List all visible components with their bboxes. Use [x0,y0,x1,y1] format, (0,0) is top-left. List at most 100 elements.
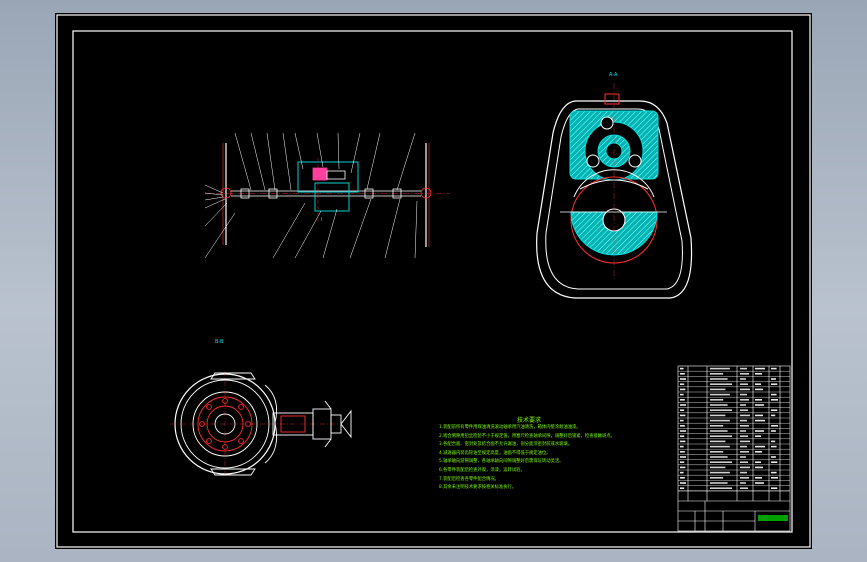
parts-list-text-mark [755,435,761,437]
parts-list-text-mark [680,414,686,417]
parts-list-text-mark [680,440,686,443]
parts-list-text-mark [680,430,686,432]
parts-list-text-mark [710,393,730,396]
parts-list-text-mark [710,445,730,448]
parts-list-text-mark [710,435,732,437]
cad-drawing: A-A B-B I [56,14,811,548]
parts-list-text-mark [755,477,762,479]
parts-list-text-mark [740,430,746,432]
parts-list-text-mark [771,487,778,489]
parts-list-text-mark [680,367,684,370]
parts-list-text-mark [771,409,778,411]
parts-list-text-mark [755,367,765,370]
parts-list-text-mark [740,482,746,484]
parts-list-text-mark [740,383,748,385]
parts-list-text-mark [771,414,776,417]
parts-list-text-mark [740,378,746,380]
technical-requirement-line: 1.装配前所有零件用煤油清洗滚动轴承用汽油清洗，箱体内壁涂耐油油漆。 [439,425,581,430]
parts-list-text-mark [740,388,750,391]
parts-list-text-mark [680,393,684,396]
parts-list-text-mark [771,471,777,474]
parts-list-text-mark [680,477,685,479]
parts-list-text-mark [680,383,685,385]
parts-list-text-mark [710,466,726,469]
parts-list-text-mark [680,461,685,463]
parts-list-text-mark [771,445,777,448]
parts-list-text-mark [740,367,747,370]
parts-list-text-mark [740,404,746,406]
parts-list-text-mark [710,383,732,385]
parts-list-text-mark [771,367,777,370]
parts-list-text-mark [680,373,685,375]
parts-list-text-mark [740,435,748,437]
parts-list-text-mark [771,440,776,443]
parts-list-text-mark [755,451,762,453]
parts-list-text-mark [710,367,730,370]
inner-border [72,30,793,533]
parts-list-text-mark [680,466,686,469]
parts-list-text-mark [680,425,685,427]
wheel-hub-view [170,371,352,477]
parts-list-text-mark [710,430,728,432]
parts-list-text-mark [710,451,724,453]
parts-list-text-mark [740,393,747,396]
parts-list-text-mark [710,471,730,474]
parts-list-text-mark [710,373,724,375]
parts-list-text-mark [740,477,749,479]
parts-list-text-mark [771,425,778,427]
technical-requirement-line: 4.减速器内装齿轮油至规定高度，油面不得低于规定油位。 [439,450,551,456]
parts-list-text-mark [680,419,684,422]
parts-list-text-mark [710,404,728,406]
parts-list-text-mark [755,466,763,469]
view-a-label: A-A [609,72,618,78]
technical-requirements-list: 1.装配前所有零件用煤油清洗滚动轴承用汽油清洗，箱体内壁涂耐油油漆。 2.啮合侧隙… [439,424,615,493]
parts-list-text-mark [680,456,686,458]
technical-requirement-line: 3.各配合面、密封处及结合面不允许漏油，剖分面涂密封胶或水玻璃。 [439,442,573,448]
parts-list-text-mark [680,482,686,484]
parts-list-text-mark [680,471,684,474]
drawing-sheet: A-A B-B I 技术要求 1.装配前所有零件用煤油清洗滚动轴承用汽油清洗，箱… [55,13,812,549]
parts-list-text-mark [680,378,686,380]
parts-list-text-mark [771,461,778,463]
parts-list-text-mark [740,440,750,443]
parts-list-text-mark [710,378,728,380]
parts-list-text-mark [755,445,765,448]
parts-list-text-mark [740,399,749,401]
parts-list-text-mark [755,414,763,417]
parts-list-text-mark [710,477,724,479]
parts-list-text-mark [710,409,732,411]
technical-requirement-line: 8.其余未注明技术要求按相关标准执行。 [439,485,517,491]
parts-list-text-mark [771,456,776,458]
parts-list-text-mark [710,414,726,417]
parts-list-text-mark [710,388,726,391]
parts-list-text-mark [680,388,686,391]
technical-requirement-line: 6.各零件装配后检查外观，涂漆，运转试验。 [439,467,525,473]
parts-list-text-mark [740,456,746,458]
shaft-assembly-view [204,132,450,259]
technical-requirement-line: 2.啮合侧隙用铅丝检验不小于规定值，用塞尺检查轴承间隙，调整好后锁紧，检查接触斑… [439,433,615,439]
parts-list-text-mark [740,373,749,375]
parts-list-text-mark [740,461,748,463]
title-block [677,365,791,532]
parts-list-text-mark [740,451,749,453]
parts-list-text-mark [771,430,776,432]
technical-requirement-line: 5.轴承轴向游隙调整，各轴承轴向间隙调整好后需保证转动灵活。 [439,459,564,465]
parts-list-text-mark [755,388,763,391]
shaft-leader-label: I [321,217,322,223]
parts-list-text-mark [710,440,726,443]
parts-list-text-mark [710,482,728,484]
parts-list-text-mark [771,393,777,396]
parts-list-text-mark [740,419,747,422]
parts-list-text-mark [710,461,732,463]
parts-list-text-mark [680,409,685,411]
parts-list-text-mark [710,425,724,427]
view-b-label: B-B [215,339,224,345]
parts-list-text-mark [710,399,724,401]
parts-list-text-mark [680,487,685,489]
parts-list-text-mark [710,487,732,489]
parts-list-text-mark [771,383,778,385]
parts-list-text-mark [680,451,685,453]
technical-requirements-title: 技术要求 [517,417,542,424]
parts-list-text-mark [740,487,748,489]
parts-list-text-mark [740,414,750,417]
